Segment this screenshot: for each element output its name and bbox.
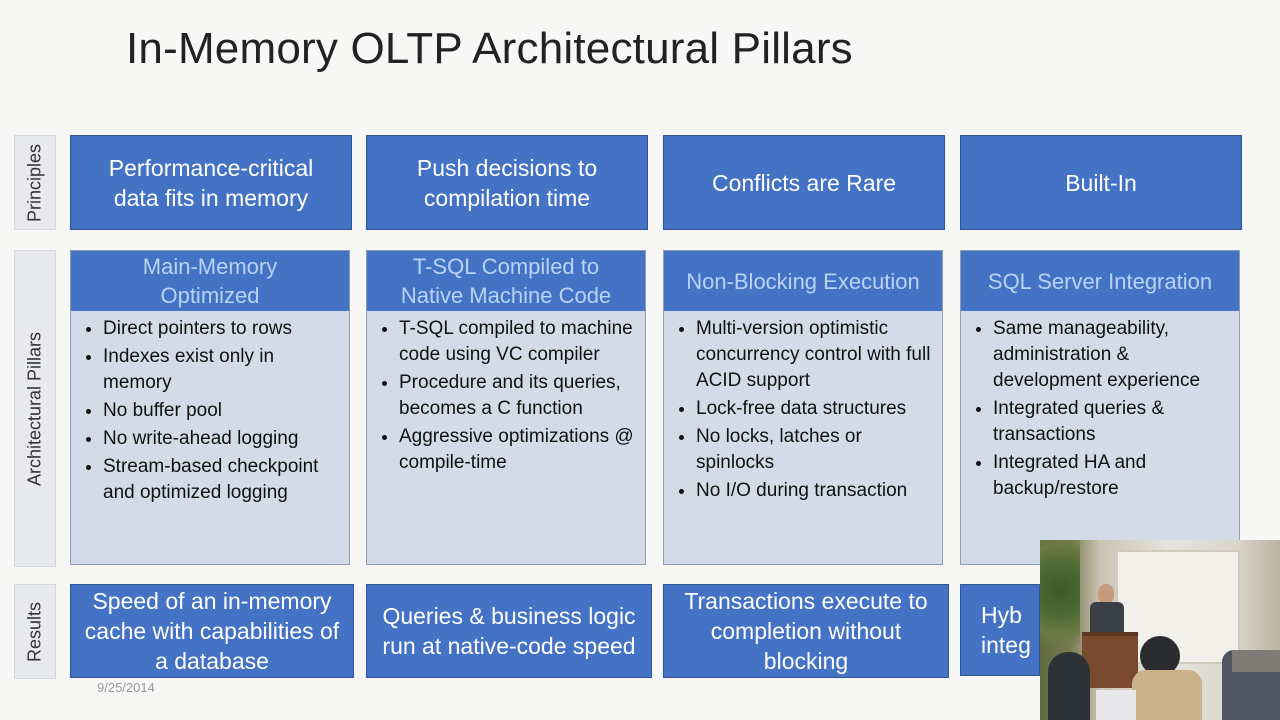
result-box: Hyb integ xyxy=(960,584,1040,676)
pillar-bullet: Aggressive optimizations @ compile-time xyxy=(399,424,639,476)
slide-date: 9/25/2014 xyxy=(97,680,155,695)
pillars-label-text: Architectural Pillars xyxy=(24,331,45,486)
pillar-heading: SQL Server Integration xyxy=(961,251,1239,311)
principle-box: Performance-critical data fits in memory xyxy=(70,135,352,230)
result-text: Hyb integ xyxy=(981,602,1031,658)
principle-box: Push decisions to compilation time xyxy=(366,135,648,230)
pillar-heading-text: Non-Blocking Execution xyxy=(686,268,920,294)
pillar-bullet: No buffer pool xyxy=(103,398,343,424)
pillar-bullet: No write-ahead logging xyxy=(103,426,343,452)
result-box: Speed of an in-memory cache with capabil… xyxy=(70,584,354,678)
pillar-bullet-list: Direct pointers to rows Indexes exist on… xyxy=(71,316,349,506)
principle-box: Conflicts are Rare xyxy=(663,135,945,230)
pillar-bullet: Stream-based checkpoint and optimized lo… xyxy=(103,454,343,506)
pillars-row-label: Architectural Pillars xyxy=(14,250,56,567)
pillar-native-compilation: T-SQL Compiled to Native Machine Code T-… xyxy=(366,250,646,565)
pillar-bullet: Procedure and its queries, becomes a C f… xyxy=(399,370,639,422)
table-edge xyxy=(1232,650,1280,672)
pillar-heading: T-SQL Compiled to Native Machine Code xyxy=(367,251,645,311)
podium xyxy=(1082,632,1138,688)
result-box: Transactions execute to completion witho… xyxy=(663,584,949,678)
audience-head xyxy=(1140,636,1180,676)
pillar-bullet: Integrated queries & transactions xyxy=(993,396,1233,448)
pillar-bullet: Direct pointers to rows xyxy=(103,316,343,342)
pillar-main-memory: Main-Memory Optimized Direct pointers to… xyxy=(70,250,350,565)
audience-head xyxy=(1048,652,1090,720)
pillar-heading-text: SQL Server Integration xyxy=(987,268,1213,294)
pillar-bullet: Integrated HA and backup/restore xyxy=(993,450,1233,502)
principle-text: Push decisions to compilation time xyxy=(416,154,598,211)
pillar-bullet-list: T-SQL compiled to machine code using VC … xyxy=(367,316,645,476)
pillar-bullet-list: Multi-version optimistic concurrency con… xyxy=(664,316,942,504)
result-text: Queries & business logic run at native-c… xyxy=(382,603,636,659)
results-row-label: Results xyxy=(14,584,56,679)
pillar-bullet: No I/O during transaction xyxy=(696,478,936,504)
pillar-bullet: Multi-version optimistic concurrency con… xyxy=(696,316,936,394)
pillar-heading: Main-Memory Optimized xyxy=(71,251,349,311)
principle-text: Built-In xyxy=(1065,169,1137,196)
presenter-video-inset xyxy=(1040,540,1280,720)
pillar-non-blocking: Non-Blocking Execution Multi-version opt… xyxy=(663,250,943,565)
presenter-head xyxy=(1098,584,1114,604)
principle-text: Performance-critical data fits in memory xyxy=(108,154,314,211)
results-label-text: Results xyxy=(24,601,45,662)
result-box: Queries & business logic run at native-c… xyxy=(366,584,652,678)
laptop xyxy=(1096,690,1136,720)
pillar-heading-text: T-SQL Compiled to Native Machine Code xyxy=(400,254,612,308)
result-text: Transactions execute to completion witho… xyxy=(684,588,928,674)
pillar-bullet: Same manageability, administration & dev… xyxy=(993,316,1233,394)
pillar-bullet: No locks, latches or spinlocks xyxy=(696,424,936,476)
result-text: Speed of an in-memory cache with capabil… xyxy=(84,588,340,674)
pillar-bullet: Lock-free data structures xyxy=(696,396,936,422)
slide-title: In-Memory OLTP Architectural Pillars xyxy=(126,24,853,73)
pillar-heading-text: Main-Memory Optimized xyxy=(142,254,278,308)
pillar-sql-server-integration: SQL Server Integration Same manageabilit… xyxy=(960,250,1240,565)
pillar-heading: Non-Blocking Execution xyxy=(664,251,942,311)
principles-row-label: Principles xyxy=(14,135,56,230)
principles-label-text: Principles xyxy=(24,143,45,222)
principle-text: Conflicts are Rare xyxy=(711,169,897,196)
plant xyxy=(1040,540,1080,670)
principle-box: Built-In xyxy=(960,135,1242,230)
pillar-bullet: Indexes exist only in memory xyxy=(103,344,343,396)
pillar-bullet: T-SQL compiled to machine code using VC … xyxy=(399,316,639,368)
audience-member xyxy=(1132,670,1202,720)
pillar-bullet-list: Same manageability, administration & dev… xyxy=(961,316,1239,502)
